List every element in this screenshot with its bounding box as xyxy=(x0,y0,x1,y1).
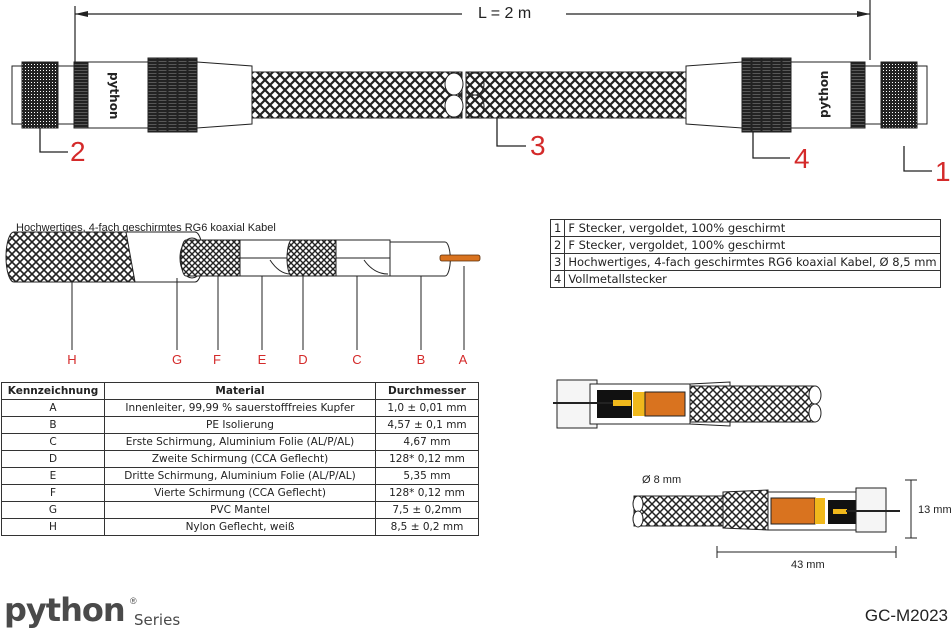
part-number: 3 xyxy=(549,253,566,271)
cable-cross-section-drawing xyxy=(5,231,481,350)
layer-diameter: 1,0 ± 0,01 mm xyxy=(375,399,479,417)
table-row: 2 F Stecker, vergoldet, 100% geschirmt xyxy=(549,236,941,254)
connector-left-brand: python xyxy=(107,72,122,120)
layer-diameter: 8,5 ± 0,2 mm xyxy=(375,518,479,536)
dimension-lines xyxy=(716,479,917,558)
layer-diameter: 128* 0,12 mm xyxy=(375,450,479,468)
model-number: GC-M2023 xyxy=(864,606,948,625)
layer-label-c: C xyxy=(352,352,362,367)
layer-id: H xyxy=(1,518,105,536)
layer-label-f: F xyxy=(213,352,221,367)
header-kennzeichnung: Kennzeichnung xyxy=(1,382,105,400)
part-description: F Stecker, vergoldet, 100% geschirmt xyxy=(564,236,941,254)
cable-diameter-label: Ø 8 mm xyxy=(642,474,682,486)
brand-text-right: python xyxy=(817,70,831,118)
cable-overview-drawing xyxy=(11,0,932,172)
layer-id: D xyxy=(1,450,105,468)
connector-left xyxy=(11,57,253,133)
layer-label-e: E xyxy=(257,352,267,367)
table-row: 3 Hochwertiges, 4-fach geschirmtes RG6 k… xyxy=(549,253,941,271)
callout-4: 4 xyxy=(794,143,810,174)
layer-material: PE Isolierung xyxy=(104,416,376,434)
layer-label-b: B xyxy=(416,352,426,367)
layer-id: E xyxy=(1,467,105,485)
part-number: 4 xyxy=(549,270,566,288)
layer-diameter: 4,57 ± 0,1 mm xyxy=(375,416,479,434)
callout-3: 3 xyxy=(530,130,546,161)
layer-label-h: H xyxy=(67,352,77,367)
table-row: 1 F Stecker, vergoldet, 100% geschirmt xyxy=(549,219,941,237)
layer-id: G xyxy=(1,501,105,519)
table-header-row: Kennzeichnung Material Durchmesser xyxy=(1,382,479,400)
header-durchmesser: Durchmesser xyxy=(375,382,479,400)
connector-section-drawing-2 xyxy=(632,487,900,533)
layer-diameter: 5,35 mm xyxy=(375,467,479,485)
cable-segment-left xyxy=(251,71,463,119)
layer-label-g: G xyxy=(171,352,183,367)
layer-label-d: D xyxy=(298,352,308,367)
parts-table: 1 F Stecker, vergoldet, 100% geschirmt 2… xyxy=(549,219,941,288)
brand-series: Series xyxy=(134,611,181,629)
layer-id: B xyxy=(1,416,105,434)
layer-material: Erste Schirmung, Aluminium Folie (AL/P/A… xyxy=(104,433,376,451)
connector-height-label: 13 mm xyxy=(918,504,952,516)
length-label: L = 2 m xyxy=(478,5,532,22)
brand-logo: python xyxy=(4,591,126,629)
connector-right xyxy=(685,57,928,133)
table-row: 4 Vollmetallstecker xyxy=(549,270,941,288)
layer-material: Innenleiter, 99,99 % sauerstofffreies Ku… xyxy=(104,399,376,417)
callout-1: 1 xyxy=(935,156,951,187)
cross-section-title: Hochwertiges, 4-fach geschirmtes RG6 koa… xyxy=(16,222,276,234)
layer-diameter: 128* 0,12 mm xyxy=(375,484,479,502)
layer-diameter: 4,67 mm xyxy=(375,433,479,451)
copper-core xyxy=(439,254,481,262)
connector-length-label: 43 mm xyxy=(791,559,825,571)
brand-text-left: python xyxy=(107,72,121,120)
layer-material: Nylon Geflecht, weiß xyxy=(104,518,376,536)
layer-diameter: 7,5 ± 0,2mm xyxy=(375,501,479,519)
header-material: Material xyxy=(104,382,376,400)
part-number: 2 xyxy=(549,236,566,254)
connector-right-brand: python xyxy=(817,70,831,118)
part-description: Vollmetallstecker xyxy=(564,270,941,288)
layer-label-a: A xyxy=(458,352,468,367)
part-description: F Stecker, vergoldet, 100% geschirmt xyxy=(564,219,941,237)
callout-2: 2 xyxy=(70,136,86,167)
connector-section-drawing-1 xyxy=(553,379,822,429)
layer-material: Vierte Schirmung (CCA Geflecht) xyxy=(104,484,376,502)
part-description: Hochwertiges, 4-fach geschirmtes RG6 koa… xyxy=(564,253,941,271)
cable-segment-right xyxy=(465,71,687,119)
part-number: 1 xyxy=(549,219,566,237)
layer-material: PVC Mantel xyxy=(104,501,376,519)
layer-material: Dritte Schirmung, Aluminium Folie (AL/P/… xyxy=(104,467,376,485)
layer-id: F xyxy=(1,484,105,502)
layer-id: C xyxy=(1,433,105,451)
layer-id: A xyxy=(1,399,105,417)
layer-material: Zweite Schirmung (CCA Geflecht) xyxy=(104,450,376,468)
registered-mark: ® xyxy=(130,596,137,606)
